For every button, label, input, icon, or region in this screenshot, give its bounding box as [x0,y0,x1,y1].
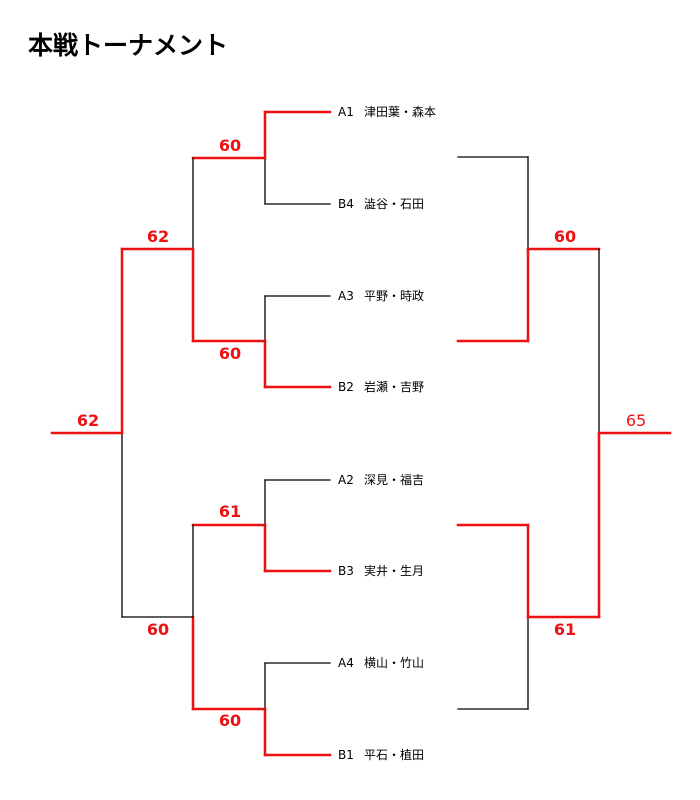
entry-name: 深見・福吉 [364,473,425,487]
score-right-bottom: 61 [553,620,577,639]
page-title: 本戦トーナメント [28,31,229,60]
score-left-final: 62 [76,411,100,430]
entry-name: 澁谷・石田 [364,197,425,211]
entry-name: 横山・竹山 [364,656,425,670]
score-right-final: 65 [625,411,647,430]
score-right-top: 60 [553,227,577,246]
entry-name: 平野・時政 [364,289,425,303]
entry-seed: B3 [338,564,354,578]
score-r1-match4: 60 [218,711,242,730]
score-r1-match2: 60 [218,344,242,363]
entry-name: 平石・植田 [364,748,425,762]
entry-a4: A4 横山・竹山 [338,656,424,670]
entry-seed: B2 [338,380,354,394]
entry-b4: B4 澁谷・石田 [338,197,424,211]
entry-a1: A1 津田葉・森本 [338,105,436,119]
score-r1-match1: 60 [218,136,242,155]
entry-seed: A3 [338,289,354,303]
entry-b3: B3 実井・生月 [338,564,424,578]
entry-name: 岩瀬・吉野 [364,380,425,394]
entry-seed: A1 [338,105,354,119]
entry-a2: A2 深見・福吉 [338,473,424,487]
entry-seed: B1 [338,748,354,762]
entry-a3: A3 平野・時政 [338,289,424,303]
score-semi-bottom: 60 [146,620,170,639]
entry-seed: B4 [338,197,354,211]
entry-b2: B2 岩瀬・吉野 [338,380,424,394]
entry-seed: A4 [338,656,354,670]
entry-name: 実井・生月 [364,564,425,578]
entry-seed: A2 [338,473,354,487]
score-semi-top: 62 [146,227,170,246]
entry-name: 津田葉・森本 [364,105,437,119]
score-r1-match3: 61 [218,502,242,521]
entry-b1: B1 平石・植田 [338,748,424,762]
